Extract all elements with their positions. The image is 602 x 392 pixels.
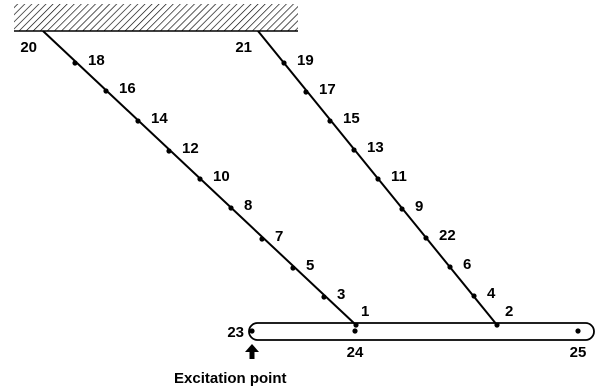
- node-label-6: 6: [463, 256, 471, 273]
- node-dot-19: [281, 60, 287, 66]
- node-label-10: 10: [213, 168, 230, 185]
- node-dot-22: [423, 235, 429, 241]
- node-dot-3: [321, 294, 327, 300]
- node-dot-9: [399, 206, 405, 212]
- node-dot-6: [447, 264, 453, 270]
- node-label-7: 7: [275, 228, 283, 245]
- node-label-11: 11: [391, 168, 407, 185]
- node-dot-8: [228, 205, 234, 211]
- node-dot-15: [327, 118, 333, 124]
- node-label-5: 5: [306, 257, 314, 274]
- node-dot-5: [290, 265, 296, 271]
- node-label-9: 9: [415, 198, 423, 215]
- struts: [42, 30, 498, 326]
- node-dot-7: [259, 236, 265, 242]
- support-hatching: [14, 4, 298, 31]
- node-label-21: 21: [235, 39, 252, 56]
- node-dot-14: [135, 118, 141, 124]
- excitation-arrow-icon: [245, 344, 259, 359]
- node-dot-18: [72, 60, 78, 66]
- node-dot-1: [353, 322, 359, 328]
- node-label-2: 2: [505, 303, 513, 320]
- node-dot-12: [166, 148, 172, 154]
- node-dot-13: [351, 147, 357, 153]
- node-label-13: 13: [367, 139, 384, 156]
- node-label-19: 19: [297, 52, 314, 69]
- node-label-4: 4: [487, 285, 496, 302]
- node-labels: 20 18 16 14 12 10 8 7 5 31 21 19 17 15 13 11 9 22 642 23 24 2…: [20, 39, 586, 361]
- node-dot-23: [249, 328, 255, 334]
- node-dot-17: [303, 89, 309, 95]
- node-label-12: 12: [182, 140, 199, 157]
- node-dot-16: [103, 88, 109, 94]
- node-label-1: 1: [361, 303, 369, 320]
- node-dot-10: [197, 176, 203, 182]
- node-dot-24: [352, 328, 358, 334]
- node-label-24: 24: [347, 344, 364, 361]
- excitation-label: Excitation point: [174, 370, 287, 387]
- node-label-18: 18: [88, 52, 105, 69]
- node-dot-25: [575, 328, 581, 334]
- node-label-23: 23: [227, 324, 244, 341]
- fixed-support: [14, 4, 298, 32]
- node-dot-2: [494, 322, 500, 328]
- node-label-16: 16: [119, 80, 136, 97]
- node-label-17: 17: [319, 81, 336, 98]
- node-dot-11: [375, 176, 381, 182]
- node-label-15: 15: [343, 110, 360, 127]
- node-label-3: 3: [337, 286, 345, 303]
- node-label-14: 14: [151, 110, 168, 127]
- nodes: [72, 60, 581, 334]
- node-label-25: 25: [570, 344, 587, 361]
- node-label-20: 20: [20, 39, 37, 56]
- node-dot-4: [471, 293, 477, 299]
- base-plate: [248, 322, 595, 341]
- node-label-22: 22: [439, 227, 456, 244]
- node-label-8: 8: [244, 197, 252, 214]
